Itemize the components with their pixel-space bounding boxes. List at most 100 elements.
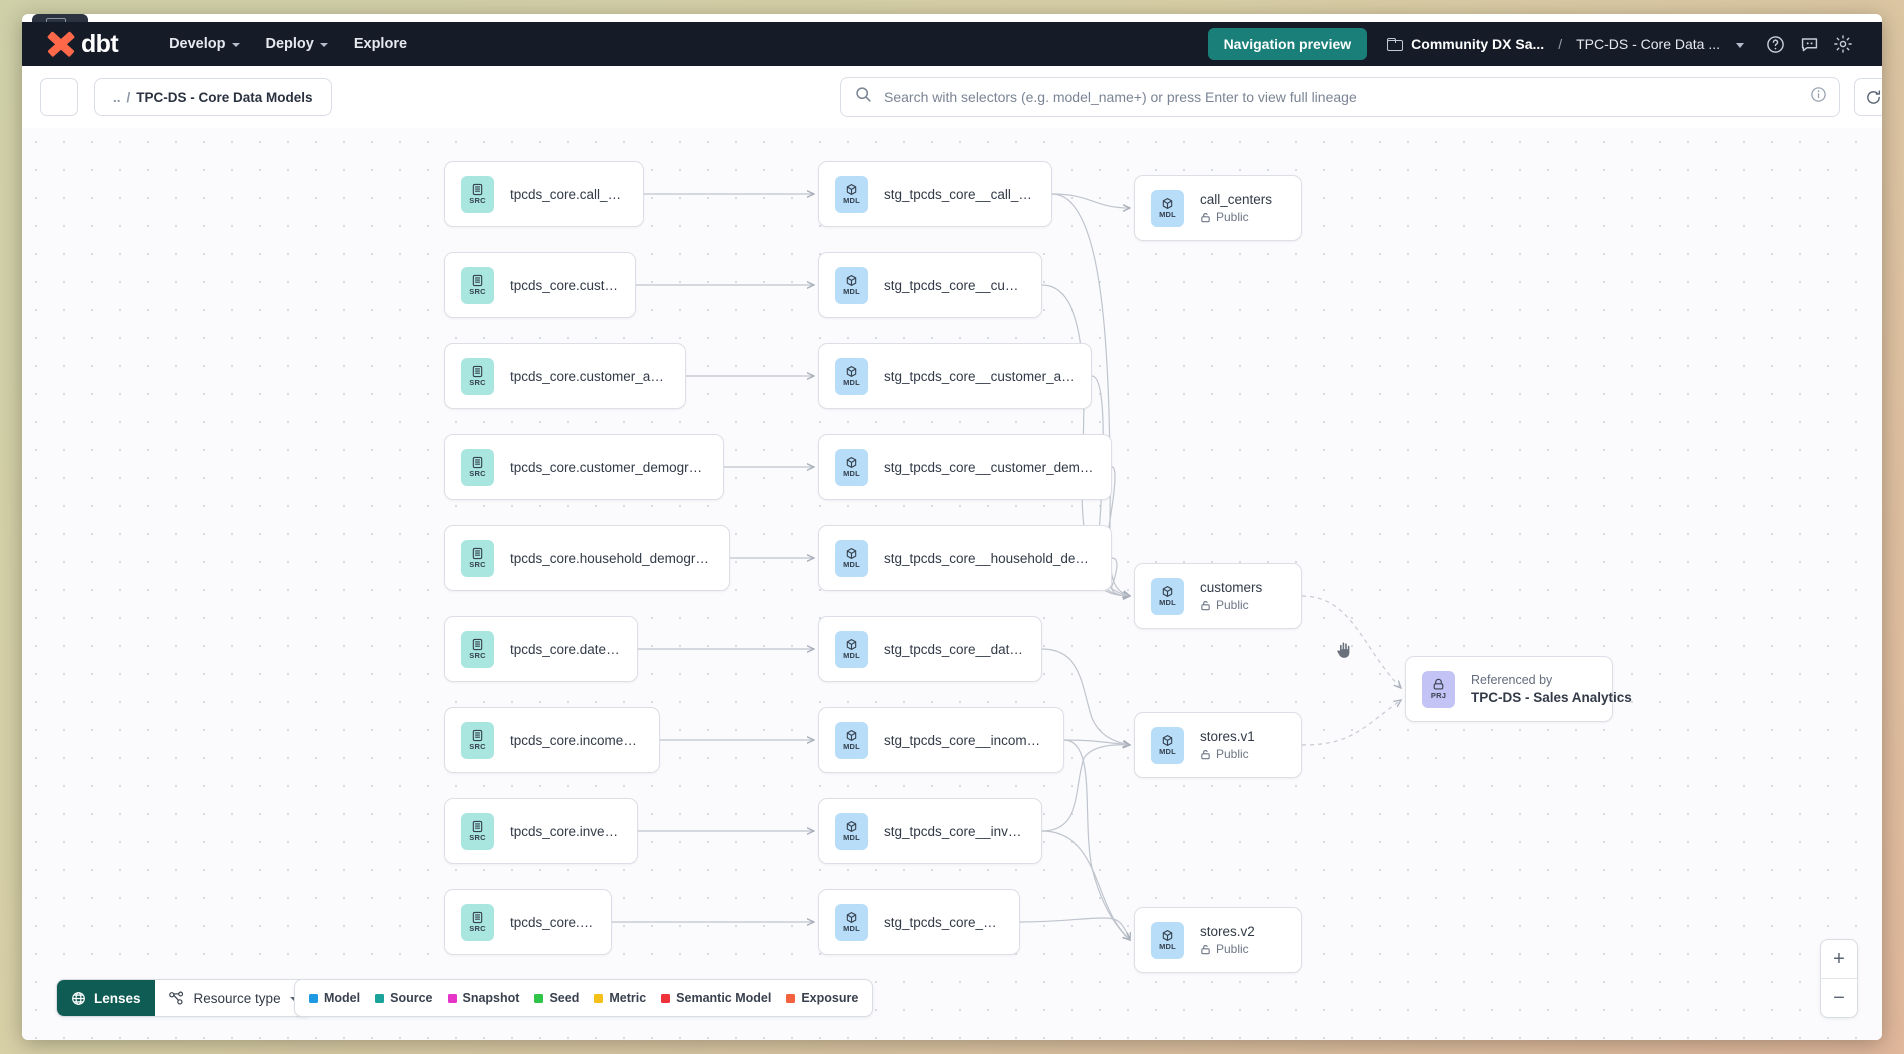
zoom-divider [1821,978,1857,979]
unlock-icon [1201,212,1210,222]
navigation-preview-button[interactable]: Navigation preview [1207,28,1368,60]
node-label: stg_tpcds_core__call_center [884,186,1035,202]
zoom-out-button[interactable]: − [1833,987,1845,1009]
navbar-breadcrumb: Community DX Sa... / TPC-DS - Core Data … [1387,36,1744,52]
node-access: Public [1200,210,1272,224]
node-label: tpcds_core.call_center [510,186,627,202]
breadcrumb-project[interactable]: TPC-DS - Core Data ... [1576,36,1720,52]
nodes-icon [168,991,183,1005]
lineage-node-source[interactable]: SRC tpcds_core.call_center [444,161,644,227]
badge-text: SRC [469,924,486,934]
badge-text: SRC [469,287,486,297]
primary-nav: Develop Deploy Explore [156,28,420,60]
legend-item-exposure: Exposure [786,991,858,1005]
resource-type-label: Resource type [193,990,281,1006]
unlock-icon [1201,749,1210,759]
lineage-node-model[interactable]: MDL stg_tpcds_core__household_demogr… [818,525,1112,591]
node-label: stg_tpcds_core__inventory [884,823,1025,839]
chevron-down-icon[interactable] [1736,43,1744,48]
lineage-node-model[interactable]: MDL stg_tpcds_core__call_center [818,161,1052,227]
node-access-label: Public [1216,747,1249,761]
lineage-node-public-model[interactable]: MDL call_centers Public [1134,175,1302,241]
lineage-search-box[interactable]: Search with selectors (e.g. model_name+)… [840,77,1840,117]
lens-icon [72,991,85,1005]
lineage-node-public-model[interactable]: MDL stores.v2 Public [1134,907,1302,973]
search-input[interactable]: Search with selectors (e.g. model_name+)… [884,89,1357,105]
dbt-x-icon [48,31,74,57]
badge-text: SRC [469,560,486,570]
gear-icon[interactable] [1826,27,1860,61]
lineage-node-model[interactable]: MDL stg_tpcds_core__date_dim [818,616,1042,682]
legend-item-seed: Seed [534,991,579,1005]
nav-item-explore[interactable]: Explore [341,28,420,60]
zoom-controls: + − [1820,939,1858,1018]
model-badge-icon: MDL [1151,189,1184,227]
referenced-by-project: TPC-DS - Sales Analytics [1471,690,1632,705]
model-badge-icon: MDL [835,721,868,759]
breadcrumb-pill[interactable]: .. / TPC-DS - Core Data Models [94,78,332,116]
source-badge-icon: SRC [461,175,494,213]
node-label: tpcds_core.store [510,914,595,930]
info-icon[interactable] [1810,86,1827,108]
legend-swatch [447,993,457,1003]
lineage-node-source[interactable]: SRC tpcds_core.customer [444,252,636,318]
node-label: tpcds_core.customer [510,277,619,293]
dbt-logo[interactable]: dbt [48,31,119,57]
legend-item-model: Model [309,991,360,1005]
source-badge-icon: SRC [461,630,494,668]
badge-text: SRC [469,651,486,661]
lineage-node-source[interactable]: SRC tpcds_core.store [444,889,612,955]
node-label: stg_tpcds_core__store [884,914,1003,930]
node-label: tpcds_core.customer_address [510,368,669,384]
lineage-node-source[interactable]: SRC tpcds_core.household_demographics [444,525,730,591]
lineage-node-model[interactable]: MDL stg_tpcds_core__store [818,889,1020,955]
node-title: stores.v1 [1200,729,1255,744]
lineage-node-model[interactable]: MDL stg_tpcds_core__customer_demogra… [818,434,1112,500]
lineage-node-model[interactable]: MDL stg_tpcds_core__customer [818,252,1042,318]
lineage-node-source[interactable]: SRC tpcds_core.inventory [444,798,638,864]
lineage-node-model[interactable]: MDL stg_tpcds_core__inventory [818,798,1042,864]
help-circle-icon[interactable] [1758,27,1792,61]
node-label: tpcds_core.income_band [510,732,643,748]
model-badge-icon: MDL [835,448,868,486]
close-lineage-button[interactable] [40,78,78,116]
nav-item-deploy[interactable]: Deploy [253,28,341,60]
model-badge-icon: MDL [835,266,868,304]
lineage-node-source[interactable]: SRC tpcds_core.customer_address [444,343,686,409]
lineage-node-public-model[interactable]: MDL stores.v1 Public [1134,712,1302,778]
lineage-node-model[interactable]: MDL stg_tpcds_core__income_band [818,707,1064,773]
nav-item-develop[interactable]: Develop [156,28,252,60]
lineage-node-public-model[interactable]: MDL customers Public [1134,563,1302,629]
legend-item-semantic-model: Semantic Model [661,991,771,1005]
lineage-node-source[interactable]: SRC tpcds_core.date_dim [444,616,638,682]
lineage-node-source[interactable]: SRC tpcds_core.income_band [444,707,660,773]
badge-text: SRC [469,196,486,206]
source-badge-icon: SRC [461,721,494,759]
zoom-in-button[interactable]: + [1833,948,1845,970]
search-icon [855,86,872,108]
refresh-button[interactable] [1854,78,1882,116]
breadcrumb-account[interactable]: Community DX Sa... [1411,36,1545,52]
lineage-node-model[interactable]: MDL stg_tpcds_core__customer_address [818,343,1092,409]
node-label: stg_tpcds_core__customer [884,277,1025,293]
badge-text: MDL [843,378,860,388]
legend-swatch [375,993,385,1003]
lineage-canvas[interactable]: SRC tpcds_core.call_center SRC tpcds_cor… [22,128,1882,1040]
project-badge-icon: PRJ [1422,670,1455,708]
lineage-node-source[interactable]: SRC tpcds_core.customer_demographics [444,434,724,500]
lenses-button[interactable]: Lenses [57,980,155,1016]
navbar-right: Navigation preview Community DX Sa... / … [1207,27,1882,61]
legend-swatch [661,993,671,1003]
node-type-legend: Model Source Snapshot Seed Metric Semant… [294,979,874,1017]
source-badge-icon: SRC [461,903,494,941]
grab-hand-cursor [1332,637,1358,663]
legend-swatch [594,993,604,1003]
lineage-node-project-ref[interactable]: PRJ Referenced by TPC-DS - Sales Analyti… [1405,656,1632,722]
badge-text: SRC [469,833,486,843]
node-title: customers [1200,580,1263,595]
node-text-block: call_centers Public [1200,192,1272,224]
breadcrumb-slash: / [126,89,131,105]
resource-type-dropdown[interactable]: Resource type [155,980,311,1016]
feedback-icon[interactable] [1792,27,1826,61]
lenses-label: Lenses [94,990,141,1006]
